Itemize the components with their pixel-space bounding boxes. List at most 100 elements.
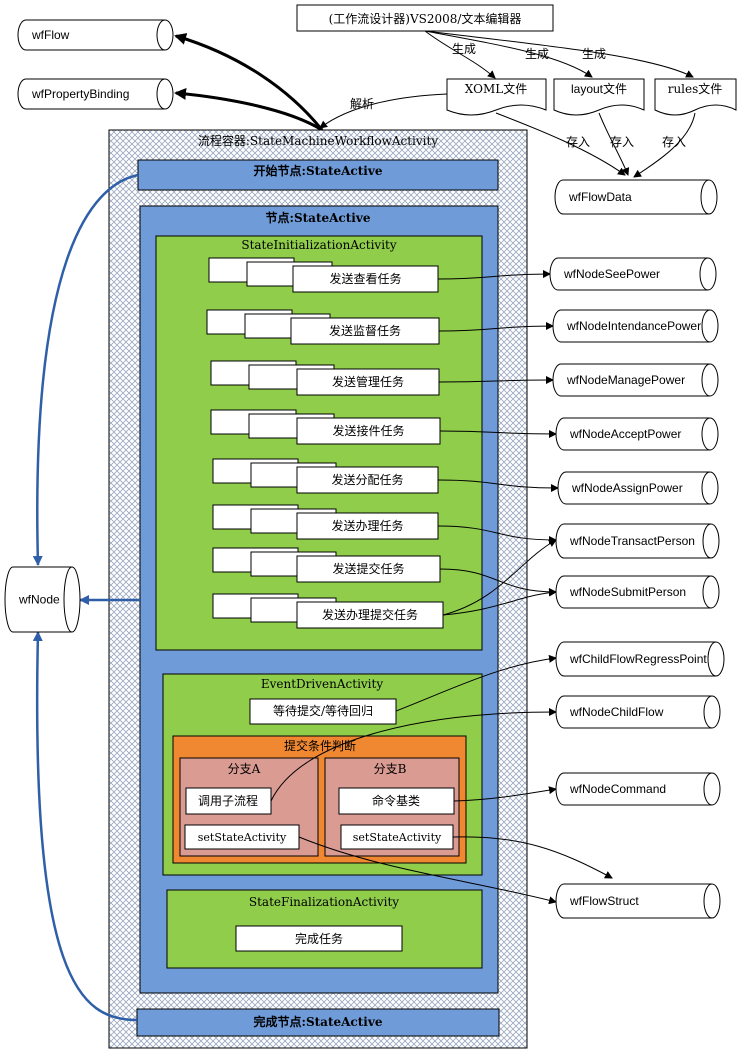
complete-task-activity: 完成任务 (235, 925, 403, 952)
wfpropertybinding-table-label: wfPropertyBinding (31, 87, 129, 101)
designer-label: (工作流设计器)VS2008/文本编辑器 (329, 11, 522, 26)
init-task-list: 发送查看任务发送监督任务发送管理任务发送接件任务发送分配任务发送办理任务发送提交… (206, 257, 444, 629)
task-connector-intendance (438, 322, 554, 332)
task-intendance: 发送监督任务 (206, 309, 440, 345)
submitperson-table: wfNodeSubmitPerson (555, 575, 720, 609)
complete-task-label: 完成任务 (295, 931, 343, 946)
task-label-transact-submit: 发送办理提交任务 (322, 607, 418, 622)
database-tables: wfFlowwfPropertyBindingwfFlowDatawfNodew… (4, 19, 725, 919)
task-label-transact: 发送办理任务 (331, 518, 403, 533)
set-state-activity-b: setStateActivity (340, 824, 454, 850)
command-table: wfNodeCommand (555, 772, 721, 806)
acceptpower-table-label: wfNodeAcceptPower (569, 427, 681, 441)
task-connector-submit (439, 568, 557, 596)
transactperson-table: wfNodeTransactPerson (555, 523, 720, 559)
wfflow-table: wfFlow (17, 19, 174, 51)
transactperson-table-label: wfNodeTransactPerson (569, 534, 695, 548)
wait-to-regresspoint-arrow (395, 654, 557, 712)
regresspoint-table: wfChildFlowRegressPoint (555, 641, 725, 677)
task-assign: 发送分配任务 (212, 458, 439, 494)
intendancepower-table: wfNodeIntendancePower (552, 309, 719, 343)
managepower-table-label: wfNodeManagePower (566, 373, 685, 387)
task-submit: 发送提交任务 (212, 547, 441, 583)
task-connector-lines (437, 270, 559, 616)
layout-document: layout文件 (553, 78, 645, 116)
end-to-wfnode-arrow (32, 631, 138, 1022)
task-label-accept: 发送接件任务 (332, 423, 404, 438)
generate-label-c: 生成 (582, 47, 606, 61)
task-see: 发送查看任务 (208, 257, 439, 293)
start-node: 开始节点:StateActive (137, 159, 499, 191)
state-node-label: 节点:StateActive (266, 210, 371, 225)
task-transact-submit: 发送办理提交任务 (212, 593, 444, 629)
task-accept: 发送接件任务 (210, 409, 441, 445)
end-node: 完成节点:StateActive (136, 1008, 500, 1037)
generate-label-a: 生成 (452, 42, 476, 56)
start-node-label: 开始节点:StateActive (254, 163, 383, 178)
generate-label-b: 生成 (525, 47, 549, 61)
store-arrow-rules (633, 112, 696, 178)
flowstruct-table: wfFlowStruct (555, 883, 721, 919)
rules-label: rules文件 (668, 81, 723, 96)
task-label-intendance: 发送监督任务 (329, 323, 401, 338)
subflow-to-childflow-arrow (270, 708, 557, 802)
childflow-table: wfNodeChildFlow (555, 695, 721, 729)
wait-activity: 等待提交/等待回归 (249, 698, 397, 725)
task-connector-transact (437, 525, 557, 544)
task-connector-transact-submit-a (442, 539, 557, 616)
end-node-label: 完成节点:StateActive (254, 1014, 383, 1029)
submitperson-table-label: wfNodeSubmitPerson (569, 585, 686, 599)
wfpropertybinding-table: wfPropertyBinding (17, 78, 174, 110)
store-label-a: 存入 (566, 135, 590, 149)
wait-label: 等待提交/等待回归 (273, 703, 373, 718)
seepower-table: wfNodeSeePower (549, 257, 717, 291)
wfnode-table: wfNode (4, 566, 81, 633)
command-to-wfnodecommand-arrow (453, 786, 557, 802)
set-state-activity-a: setStateActivity (184, 824, 300, 850)
command-base-activity: 命令基类 (338, 787, 455, 815)
task-connector-manage (438, 376, 554, 385)
seepower-table-label: wfNodeSeePower (563, 267, 660, 281)
xoml-document: XOML文件 (446, 78, 547, 116)
generate-arrow-layout (424, 30, 593, 78)
set-state-a-label: setStateActivity (198, 831, 287, 844)
state-finalization-activity: StateFinalizationActivity (166, 889, 483, 969)
init-title: StateInitializationActivity (241, 238, 396, 252)
layout-label: layout文件 (571, 81, 627, 96)
store-label-b: 存入 (610, 135, 634, 149)
regresspoint-table-label: wfChildFlowRegressPoint (569, 652, 707, 666)
xoml-label: XOML文件 (465, 81, 527, 96)
store-arrow-xoml (495, 112, 626, 176)
rules-document: rules文件 (654, 78, 737, 116)
set-state-b-label: setStateActivity (353, 831, 442, 844)
parse-arrow-wfflow (174, 33, 324, 131)
store-arrow-layout (598, 112, 630, 176)
generate-arrow-xoml (424, 30, 496, 79)
container-title: 流程容器:StateMachineWorkflowActivity (198, 133, 438, 148)
wfflow-table-label: wfFlow (31, 28, 70, 42)
task-manage: 发送管理任务 (210, 360, 440, 396)
event-title: EventDrivenActivity (261, 677, 383, 691)
acceptpower-table: wfNodeAcceptPower (555, 417, 719, 451)
task-connector-transact-submit-b (442, 588, 557, 616)
parse-label: 解析 (350, 97, 374, 111)
task-label-see: 发送查看任务 (329, 271, 401, 286)
intendancepower-table-label: wfNodeIntendancePower (566, 319, 701, 333)
call-subflow-label: 调用子流程 (198, 793, 258, 808)
flowstruct-table-label: wfFlowStruct (569, 894, 639, 908)
task-label-submit: 发送提交任务 (332, 561, 404, 576)
call-subflow-activity: 调用子流程 (185, 787, 272, 815)
command-base-label: 命令基类 (372, 793, 420, 808)
task-label-manage: 发送管理任务 (332, 374, 404, 389)
branch-a-title: 分支A (228, 762, 261, 776)
task-connector-accept (439, 429, 557, 438)
generate-arrow-rules (424, 30, 694, 78)
branch-b-title: 分支B (374, 762, 407, 776)
task-connector-see (437, 270, 551, 280)
assignpower-table: wfNodeAssignPower (557, 471, 719, 505)
parse-arrow-propertybinding (174, 87, 323, 132)
designer-box: (工作流设计器)VS2008/文本编辑器 (296, 4, 554, 32)
wfnode-table-label: wfNode (18, 593, 60, 607)
task-connector-assign (437, 479, 559, 492)
